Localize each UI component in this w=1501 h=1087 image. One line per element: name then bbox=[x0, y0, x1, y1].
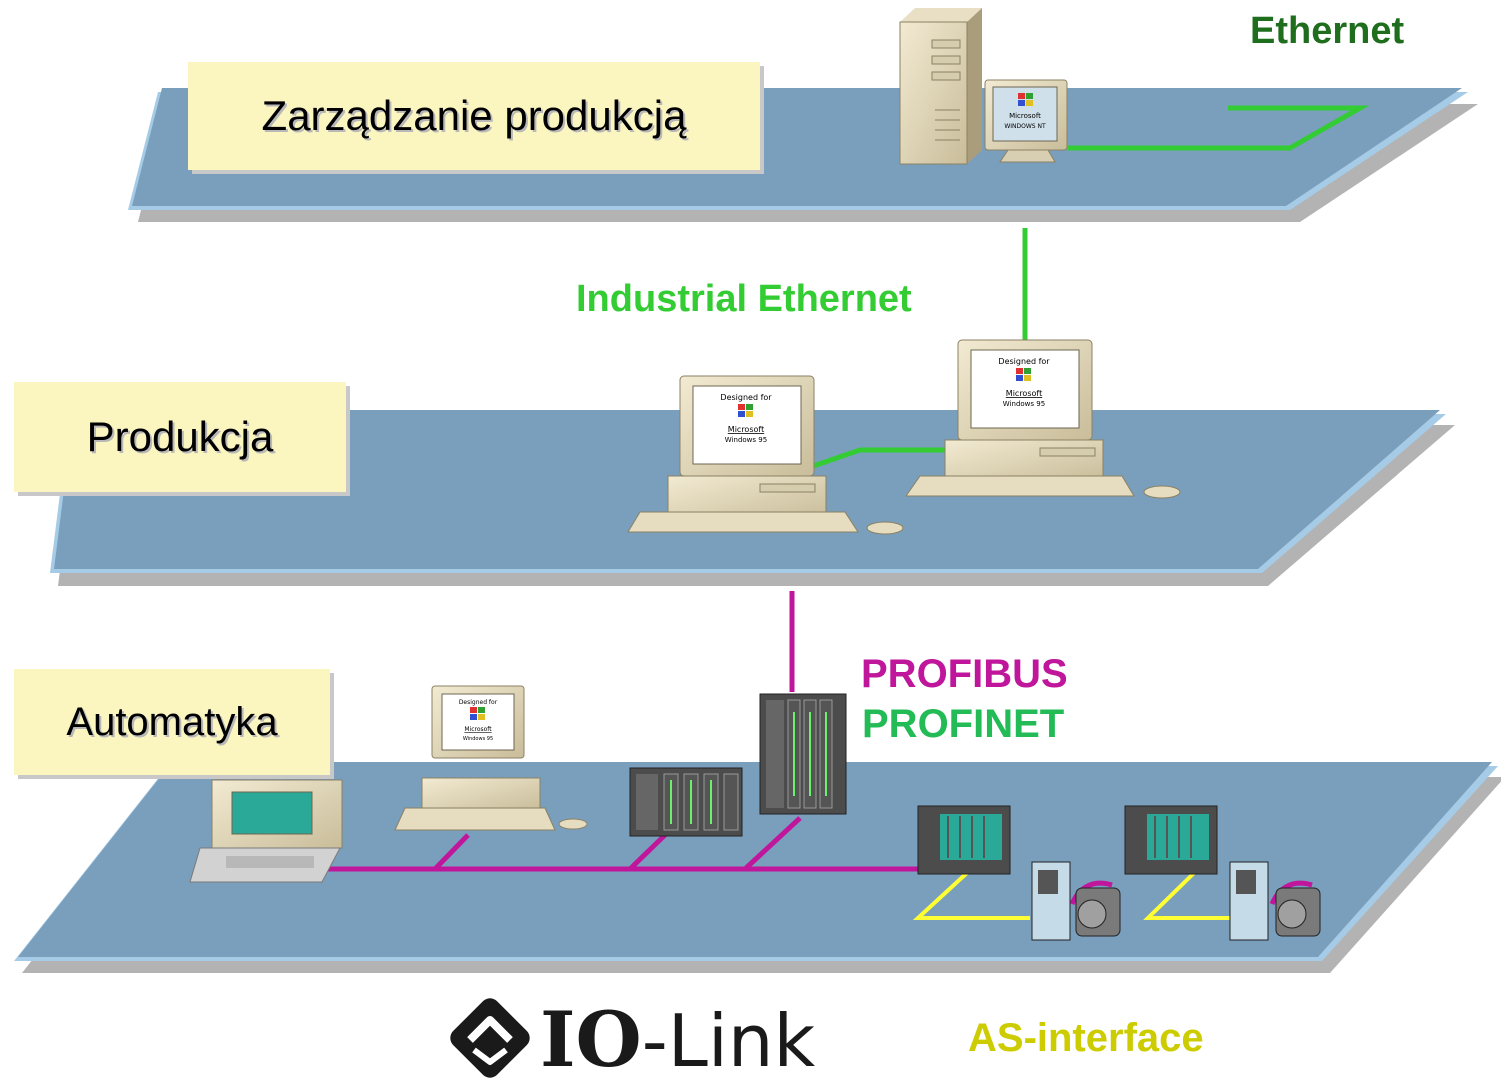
io-link-io-text: IO bbox=[540, 995, 642, 1084]
as-interface-lines bbox=[912, 870, 1230, 920]
desktop-computer-icon: Designed for Microsoft Windows 95 bbox=[905, 339, 1181, 499]
remote-io-module-icon bbox=[1124, 805, 1218, 875]
profibus-label: PROFIBUS bbox=[861, 652, 1068, 696]
monitor-microsoft-text: Microsoft bbox=[728, 425, 764, 434]
motor-icon bbox=[1275, 887, 1321, 937]
drive-inverter-icon bbox=[1031, 861, 1071, 941]
production-level-label: Produkcja bbox=[14, 382, 346, 492]
io-link-logo-icon bbox=[450, 998, 530, 1078]
io-link-link-text: -Link bbox=[641, 999, 816, 1083]
monitor-microsoft-text: Microsoft bbox=[1009, 112, 1041, 120]
industrial-ethernet-label: Industrial Ethernet bbox=[576, 278, 912, 320]
monitor-designed-for-text: Designed for bbox=[998, 357, 1050, 366]
monitor-microsoft-text: Microsoft bbox=[1006, 389, 1042, 398]
motor-icon bbox=[1075, 887, 1121, 937]
automation-level-text: Automatyka bbox=[66, 699, 278, 744]
automation-level-label: Automatyka bbox=[14, 669, 330, 775]
management-level-text: Zarządzanie produkcją bbox=[261, 92, 687, 139]
io-link-logo-text: IO-Link bbox=[540, 999, 816, 1083]
as-interface-label: AS-interface bbox=[968, 1016, 1204, 1060]
monitor-windows95-text: Windows 95 bbox=[725, 436, 767, 444]
monitor-windows95-text: Windows 95 bbox=[1003, 400, 1045, 408]
monitor-designed-for-text: Designed for bbox=[459, 699, 498, 706]
monitor-microsoft-text: Microsoft bbox=[464, 726, 492, 733]
desktop-computer-icon: Designed for Microsoft Windows 95 bbox=[394, 685, 588, 831]
monitor-windows-nt-text: WINDOWS NT bbox=[1004, 123, 1046, 130]
profinet-label: PROFINET bbox=[862, 702, 1065, 746]
monitor-designed-for-text: Designed for bbox=[720, 393, 772, 402]
plc-controller-icon bbox=[629, 767, 743, 837]
profibus-lines bbox=[323, 591, 1313, 906]
ethernet-label: Ethernet bbox=[1250, 10, 1405, 52]
programming-laptop-icon bbox=[189, 779, 343, 883]
production-level-text: Produkcja bbox=[86, 413, 274, 460]
remote-io-module-icon bbox=[917, 805, 1011, 875]
server-tower-icon bbox=[899, 8, 982, 165]
monitor-windows95-text: Windows 95 bbox=[463, 736, 493, 742]
desktop-computer-icon: Designed for Microsoft Windows 95 bbox=[627, 375, 904, 535]
management-level-label: Zarządzanie produkcją bbox=[188, 62, 760, 170]
plc-controller-icon bbox=[759, 693, 847, 815]
workstation-monitor-icon: Microsoft WINDOWS NT bbox=[984, 79, 1068, 163]
drive-inverter-icon bbox=[1229, 861, 1269, 941]
